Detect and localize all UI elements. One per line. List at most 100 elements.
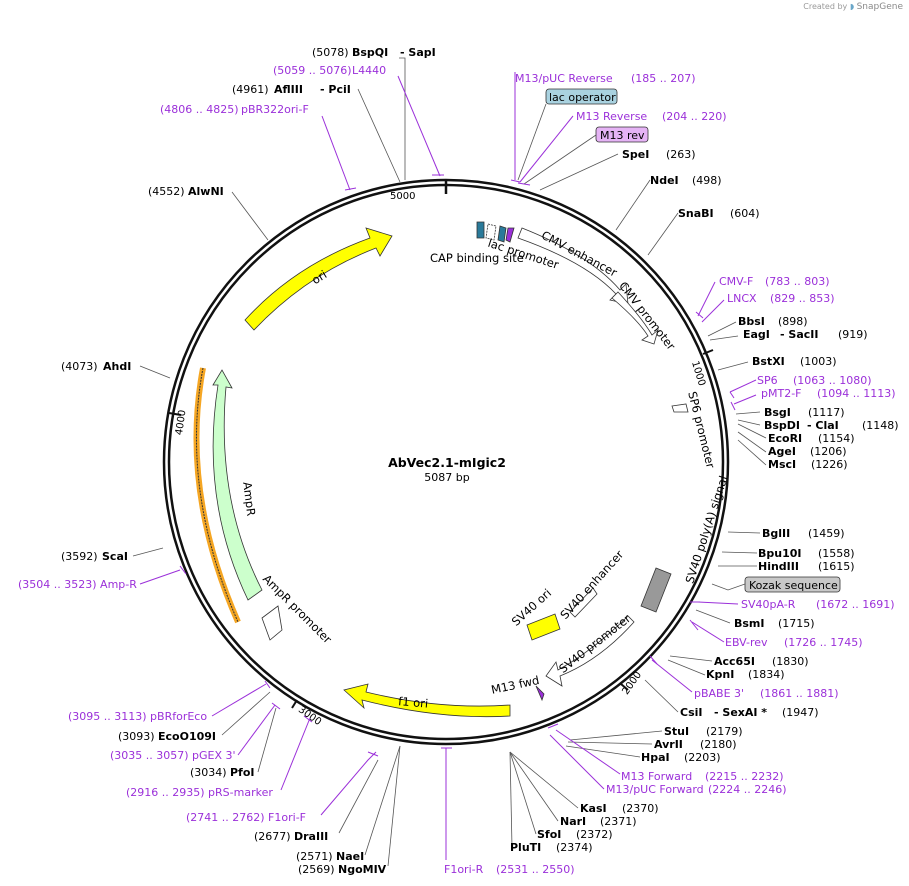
prs-marker-primer[interactable]: (2916 .. 2935) pRS-marker bbox=[126, 786, 273, 799]
lac-operator-box-label: lac operator bbox=[549, 91, 616, 104]
amp-r-primer[interactable]: (3504 .. 3523) Amp-R bbox=[18, 578, 137, 591]
bstxi-label[interactable]: BstXI bbox=[752, 355, 785, 368]
sp6-primer-pos: (1063 .. 1080) bbox=[793, 374, 872, 387]
cmv-promoter-feature[interactable] bbox=[611, 291, 659, 345]
m13puc-reverse-label[interactable]: M13/pUC Reverse bbox=[515, 72, 613, 85]
kozak-box[interactable] bbox=[744, 576, 841, 593]
snabi-label[interactable]: SnaBI bbox=[678, 207, 714, 220]
msci-label[interactable]: MscI bbox=[768, 458, 796, 471]
bspqi-label[interactable]: BspQI bbox=[352, 46, 388, 59]
sacii-label[interactable]: - SacII bbox=[780, 328, 818, 341]
pmt2-f-label[interactable]: pMT2-F bbox=[761, 387, 802, 400]
f1-ori-label: f1 ori bbox=[398, 694, 429, 711]
lac-promoter-feature[interactable] bbox=[485, 223, 497, 241]
pgex3-primer[interactable]: (3035 .. 3057) pGEX 3' bbox=[110, 749, 236, 762]
lac-operator-feature[interactable] bbox=[497, 225, 507, 243]
lac-operator-box[interactable] bbox=[545, 88, 618, 105]
ndei-pos: (498) bbox=[692, 174, 722, 187]
eagi-label[interactable]: EagI bbox=[743, 328, 770, 341]
hindiii-pos: (1615) bbox=[818, 560, 855, 573]
eagi-pos: (919) bbox=[838, 328, 868, 341]
stui-label[interactable]: StuI bbox=[664, 725, 689, 738]
pbr322ori-label[interactable]: pBR322ori-F bbox=[241, 103, 309, 116]
m13puc-forward-label[interactable]: M13/pUC Forward bbox=[606, 783, 704, 796]
pcii-label[interactable]: - PciI bbox=[320, 83, 351, 96]
ampr-feature[interactable] bbox=[212, 369, 263, 601]
m13-rev-box[interactable] bbox=[595, 126, 649, 143]
csii-label[interactable]: CsiI bbox=[680, 706, 702, 719]
tick-5000: 5000 bbox=[390, 191, 415, 202]
bsmi-label[interactable]: BsmI bbox=[734, 617, 765, 630]
f1-ori-feature[interactable] bbox=[343, 683, 511, 718]
ngomiv-label[interactable]: NgoMIV bbox=[338, 863, 387, 876]
ahdi-label[interactable]: AhdI bbox=[103, 360, 131, 373]
spei-label[interactable]: SpeI bbox=[622, 148, 649, 161]
l4440-label[interactable]: L4440 bbox=[352, 64, 386, 77]
cap-site-feature[interactable] bbox=[476, 221, 485, 239]
sfoi-pos: (2372) bbox=[576, 828, 613, 841]
cmv-f-pos: (783 .. 803) bbox=[765, 275, 830, 288]
cmv-f-label[interactable]: CMV-F bbox=[719, 275, 753, 288]
hpai-label[interactable]: HpaI bbox=[641, 751, 670, 764]
m13-forward-pos: (2215 .. 2232) bbox=[705, 770, 784, 783]
lncx-label[interactable]: LNCX bbox=[727, 292, 757, 305]
naei-label[interactable]: NaeI bbox=[336, 850, 364, 863]
clai-label[interactable]: - ClaI bbox=[807, 419, 839, 432]
pbabe3-label[interactable]: pBABE 3' bbox=[694, 687, 744, 700]
pluti-pos: (2374) bbox=[556, 841, 593, 854]
m13-reverse-pos: (204 .. 220) bbox=[662, 110, 727, 123]
m13-reverse-label[interactable]: M13 Reverse bbox=[576, 110, 647, 123]
nari-label[interactable]: NarI bbox=[560, 815, 586, 828]
tick-4000: 4000 bbox=[174, 409, 188, 436]
sv40-enhancer-feature[interactable] bbox=[569, 587, 598, 618]
agei-label[interactable]: AgeI bbox=[768, 445, 796, 458]
pfoi-label[interactable]: PfoI bbox=[230, 766, 255, 779]
m13-forward-label[interactable]: M13 Forward bbox=[621, 770, 692, 783]
pbrforeco-primer[interactable]: (3095 .. 3113) pBRforEco bbox=[68, 710, 207, 723]
bsgi-label[interactable]: BsgI bbox=[764, 406, 791, 419]
hindiii-label[interactable]: HindIII bbox=[758, 560, 799, 573]
f1ori-f-primer[interactable]: (2741 .. 2762) F1ori-F bbox=[186, 811, 306, 824]
bglii-pos: (1459) bbox=[808, 527, 845, 540]
m13puc-reverse-pos: (185 .. 207) bbox=[631, 72, 696, 85]
m13-rev-feature[interactable] bbox=[505, 227, 515, 243]
alwni-label[interactable]: AlwNI bbox=[188, 185, 224, 198]
kasi-label[interactable]: KasI bbox=[580, 802, 607, 815]
ampr-promoter-feature[interactable] bbox=[261, 605, 283, 641]
acc65i-label[interactable]: Acc65I bbox=[714, 655, 755, 668]
plasmid-length: 5087 bp bbox=[424, 471, 469, 484]
sv40-promoter-feature[interactable] bbox=[545, 615, 635, 687]
f1ori-r-label[interactable]: F1ori-R bbox=[444, 863, 484, 876]
ndei-label[interactable]: NdeI bbox=[650, 174, 679, 187]
eco0109i-label[interactable]: EcoO109I bbox=[158, 730, 216, 743]
pfoi-pos: (3034) bbox=[190, 766, 227, 779]
sv40-ori-feature[interactable] bbox=[526, 613, 561, 641]
sexai-label[interactable]: - SexAI * bbox=[714, 706, 767, 719]
sapi-label[interactable]: - SapI bbox=[400, 46, 436, 59]
ecori-label[interactable]: EcoRI bbox=[768, 432, 802, 445]
bpu10i-label[interactable]: Bpu10I bbox=[758, 547, 802, 560]
sv40-polya-feature[interactable] bbox=[640, 567, 672, 613]
ampr-label: AmpR bbox=[240, 481, 258, 517]
sp6-primer-label[interactable]: SP6 bbox=[757, 374, 778, 387]
draiii-label[interactable]: DraIII bbox=[294, 830, 328, 843]
sv40pa-r-label[interactable]: SV40pA-R bbox=[741, 598, 796, 611]
bspdi-label[interactable]: BspDI bbox=[764, 419, 800, 432]
ebv-rev-label[interactable]: EBV-rev bbox=[725, 636, 768, 649]
bglii-label[interactable]: BglII bbox=[762, 527, 790, 540]
alwni-pos: (4552) bbox=[148, 185, 185, 198]
m13-fwd-feature[interactable] bbox=[535, 685, 545, 702]
ecori-pos: (1154) bbox=[818, 432, 855, 445]
bbsi-label[interactable]: BbsI bbox=[738, 315, 765, 328]
sfoi-label[interactable]: SfoI bbox=[537, 828, 561, 841]
ori-feature[interactable] bbox=[244, 227, 393, 331]
scai-label[interactable]: ScaI bbox=[102, 550, 128, 563]
avrii-label[interactable]: AvrII bbox=[654, 738, 683, 751]
stui-pos: (2179) bbox=[706, 725, 743, 738]
acc65i-pos: (1830) bbox=[772, 655, 809, 668]
afliii-label[interactable]: AflIII bbox=[274, 83, 303, 96]
sp6-promoter-feature[interactable] bbox=[671, 403, 689, 413]
kpni-label[interactable]: KpnI bbox=[706, 668, 734, 681]
pluti-label[interactable]: PluTI bbox=[510, 841, 541, 854]
